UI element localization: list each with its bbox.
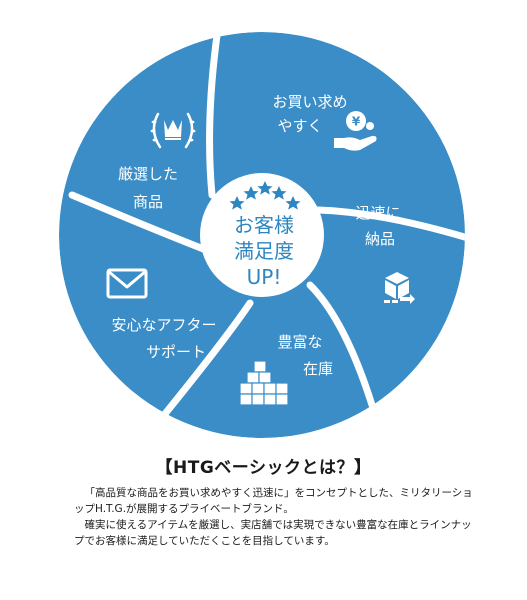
segment-label-delivery-2: 納品 <box>365 230 395 248</box>
envelope-icon <box>106 268 148 299</box>
delivery-box-icon <box>384 272 415 304</box>
section-heading: 【HTGベーシックとは？】 <box>155 458 372 478</box>
segment-label-stock-2: 在庫 <box>303 360 333 378</box>
center-line-1: お客様 <box>234 213 294 237</box>
divider-left <box>68 191 210 254</box>
segment-label-support-1: 安心なアフター <box>111 316 216 334</box>
circular-diagram: お客様 満足度 UP! お買い求め やすく ¥ 迅速に 納品 豊富な 在庫 安心… <box>59 32 465 438</box>
segment-label-affordable-1: お買い求め <box>272 93 347 111</box>
stacked-boxes-icon <box>239 360 289 406</box>
description-paragraph-1: 「高品質な商品をお買い求めやすく迅速に」をコンセプトとした、ミリタリーショップH… <box>74 487 473 515</box>
segment-label-selected-1: 厳選した <box>118 165 178 183</box>
segment-label-selected-2: 商品 <box>133 193 163 211</box>
segment-label-support-2: サポート <box>146 343 206 361</box>
segment-label-affordable-2: やすく <box>277 117 322 135</box>
money-hand-icon: ¥ <box>334 111 377 151</box>
crown-laurel-icon <box>150 112 196 149</box>
center-line-3: UP! <box>247 265 282 289</box>
divider-top <box>206 32 222 199</box>
divider-bottom-right <box>306 281 376 409</box>
description-paragraph-2: 確実に使えるアイテムを厳選し、実店舗では実現できない豊富な在庫とラインナップでお… <box>74 519 472 547</box>
segment-label-stock-1: 豊富な <box>277 333 322 351</box>
svg-text:¥: ¥ <box>352 115 361 129</box>
stars-icon <box>229 181 301 210</box>
section-description: 「高品質な商品をお買い求めやすく迅速に」をコンセプトとした、ミリタリーショップH… <box>74 485 474 549</box>
segment-label-delivery-1: 迅速に <box>355 204 400 222</box>
center-line-2: 満足度 <box>234 239 294 263</box>
divider-bottom-left <box>156 299 254 424</box>
divider-right <box>314 206 465 242</box>
